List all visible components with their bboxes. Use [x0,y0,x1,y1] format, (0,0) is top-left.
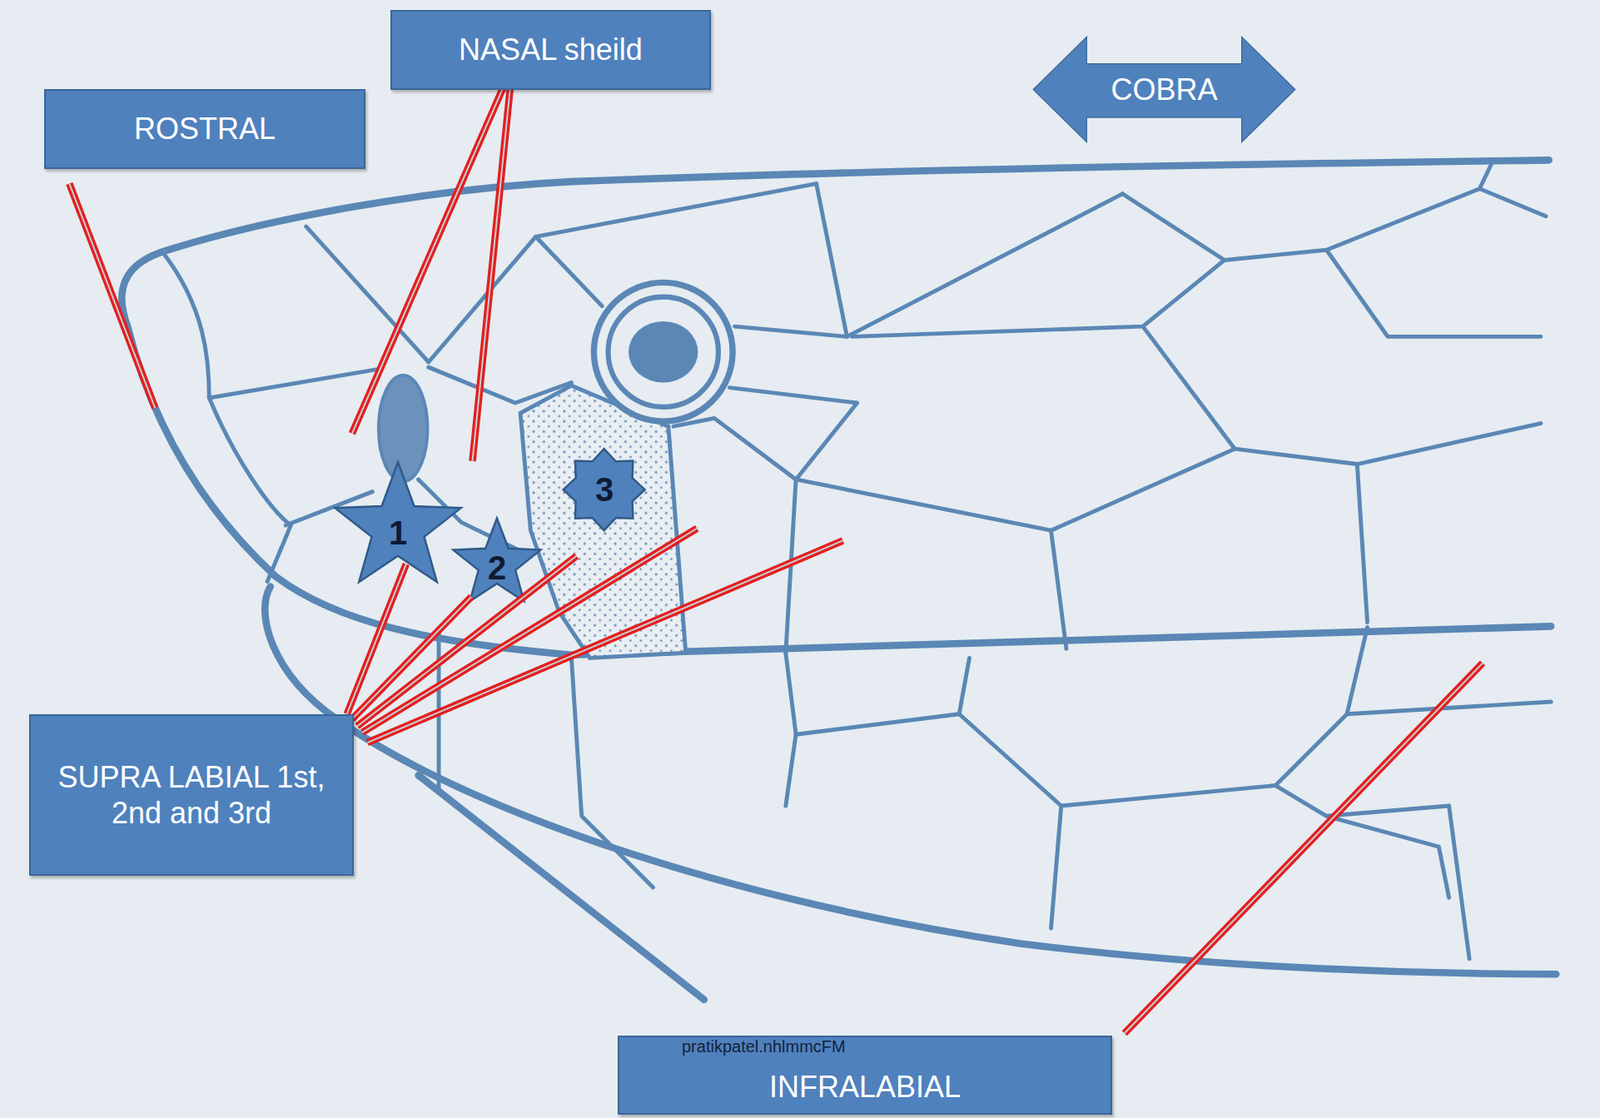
callout-number: 3 [595,472,614,507]
text-group: INFRALABIAL [769,1068,961,1105]
text-group: SUPRA LABIAL 1st, 2nd and 3rd [40,759,343,831]
callout-number: 1 [388,516,408,550]
box-label: COBRA [1110,71,1218,108]
text-group: NASAL sheild [458,31,643,68]
double-arrow: COBRA [1030,35,1298,144]
callout-stars [334,448,645,602]
label-box: NASAL sheild [390,9,711,90]
head-scales [163,163,1551,960]
text-group: ROSTRAL [134,110,276,147]
callout-number: 2 [487,551,507,585]
watermark: pratikpatel.nhlmmcFM [681,1038,846,1055]
eye [593,282,733,422]
box-label: INFRALABIAL [769,1068,961,1105]
text-group: COBRA [1110,71,1218,108]
label-box: SUPRA LABIAL 1st, 2nd and 3rd [29,714,354,876]
label-box: ROSTRAL [44,89,366,169]
nostril [378,375,428,482]
double-arrow-outline [1033,36,1296,142]
box-label: ROSTRAL [134,110,276,147]
box-label: NASAL sheild [458,31,643,68]
red-leader-lines [69,87,1483,1034]
box-label: SUPRA LABIAL 1st, 2nd and 3rd [40,759,343,831]
